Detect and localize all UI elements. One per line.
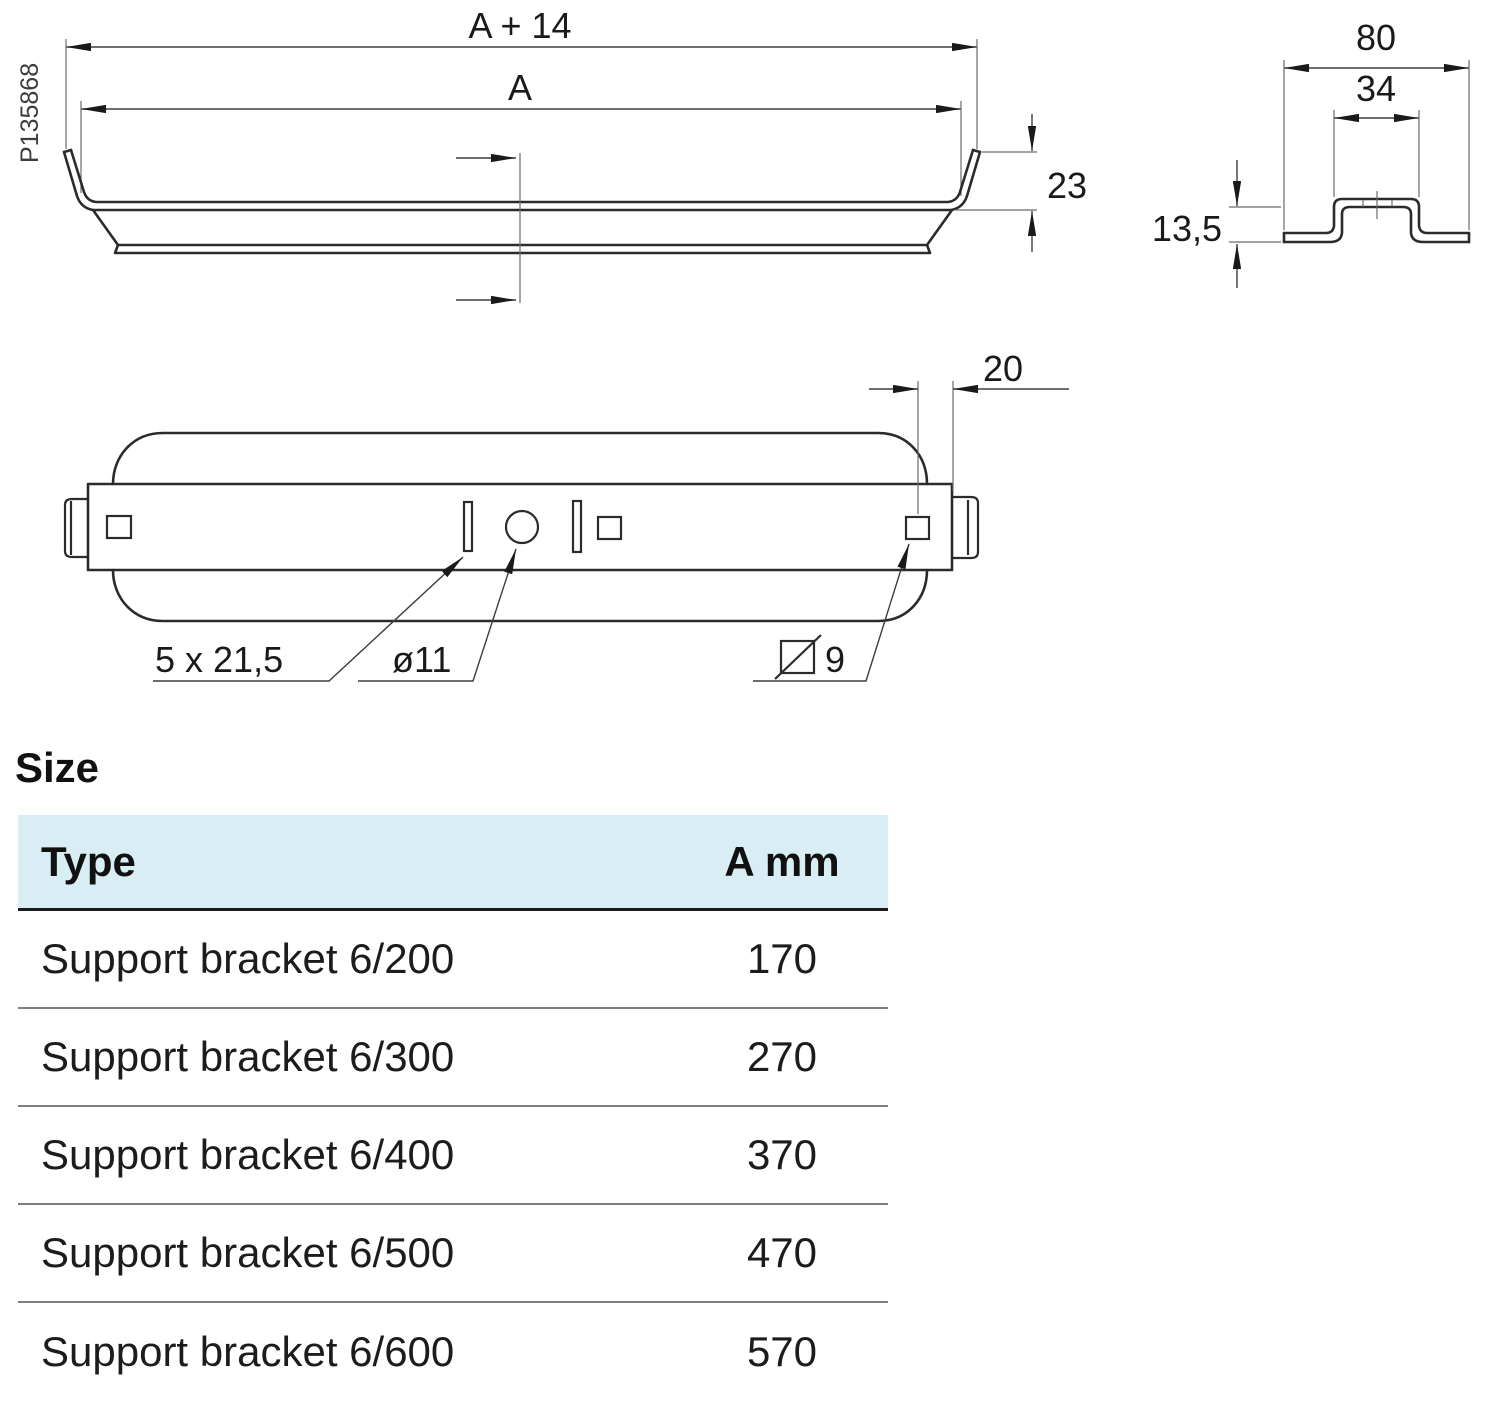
cell-a-mm: 170: [746, 935, 818, 982]
table-row: Support bracket 6/300 270: [18, 1009, 888, 1107]
cell-a-mm: 570: [746, 1328, 818, 1375]
callout-round-hole: ø11: [358, 548, 517, 682]
part-number-label: P135868: [16, 63, 44, 163]
slot-hole-1: [462, 500, 474, 553]
square-hole-left: [105, 514, 133, 540]
dimension-center-width: 34: [1333, 68, 1420, 197]
callout-slot: 5 x 21,5: [153, 556, 464, 682]
table-row: Support bracket 6/400 370: [18, 1107, 888, 1205]
cell-type: Support bracket 6/200: [41, 935, 455, 982]
technical-drawing: P135868 A + 14 A: [16, 5, 1471, 682]
dimension-overall-width: 80: [1283, 17, 1470, 230]
cell-type: Support bracket 6/300: [41, 1033, 455, 1080]
side-view-profile: [62, 148, 982, 255]
table-header-row: Type A mm: [18, 815, 888, 911]
plan-end-tabs: [63, 495, 980, 560]
slot-hole-2: [571, 499, 583, 554]
dim-profile-height-label: 13,5: [1152, 208, 1222, 249]
callout-square-hole: 9: [753, 543, 910, 682]
column-header-a-mm: A mm: [724, 837, 840, 885]
dimension-overall-length: A + 14: [65, 5, 978, 149]
cell-type: Support bracket 6/600: [41, 1328, 455, 1375]
dim-overall-width-label: 80: [1356, 17, 1396, 58]
size-heading: Size: [15, 744, 100, 791]
end-view: 80 34 13,5: [1152, 17, 1471, 288]
column-header-type: Type: [41, 837, 136, 885]
square-symbol-icon: [774, 634, 822, 680]
plan-holes: [105, 499, 931, 554]
cell-a-mm: 470: [746, 1229, 818, 1276]
slot-dim-label: 5 x 21,5: [155, 639, 283, 680]
cell-type: Support bracket 6/500: [41, 1229, 455, 1276]
center-mark: [456, 153, 521, 305]
side-view: P135868 A + 14 A: [16, 5, 1087, 305]
dimension-length-a: A: [80, 67, 962, 196]
plan-band: [86, 482, 954, 572]
dim-center-width-label: 34: [1356, 68, 1396, 109]
round-hole-dim-label: ø11: [392, 639, 451, 680]
dimension-end-height: 23: [956, 114, 1087, 252]
table-row: Support bracket 6/500 470: [18, 1205, 888, 1303]
square-hole-right: [904, 515, 931, 541]
dimension-profile-height: 13,5: [1152, 160, 1281, 288]
dim-length-a-label: A: [508, 67, 532, 108]
table-row: Support bracket 6/200 170: [18, 911, 888, 1009]
dim-end-height-label: 23: [1047, 165, 1087, 206]
cell-a-mm: 270: [746, 1033, 818, 1080]
cell-a-mm: 370: [746, 1131, 818, 1178]
hat-profile: [1282, 191, 1471, 244]
square-hole-center: [596, 515, 623, 541]
plan-body-outline: [111, 431, 929, 623]
round-hole: [504, 509, 540, 545]
dim-overall-length-label: A + 14: [468, 5, 571, 46]
cell-type: Support bracket 6/400: [41, 1131, 455, 1178]
dimension-hole-offset: 20: [869, 348, 1069, 514]
square-hole-dim-label: 9: [825, 639, 845, 680]
dim-hole-offset-label: 20: [983, 348, 1023, 389]
size-table: Type A mm Support bracket 6/200 170 Supp…: [18, 815, 888, 1401]
plan-view: 20 5 x 21,5 ø11 9: [63, 348, 1069, 682]
table-row: Support bracket 6/600 570: [18, 1303, 888, 1401]
